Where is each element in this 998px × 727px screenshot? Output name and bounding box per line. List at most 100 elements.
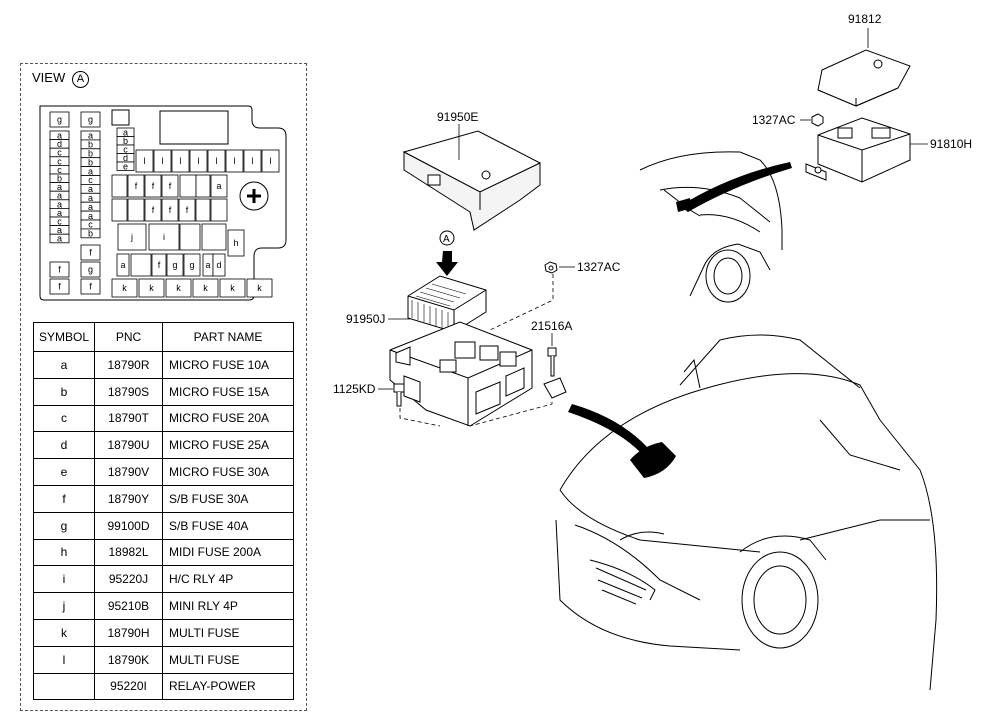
leader-dashes [399,274,554,427]
fuse-cell-label: f [158,260,161,270]
header-part-name: PART NAME [162,322,294,352]
view-title: VIEW A [32,70,89,88]
label-21516A: 21516A [531,319,572,333]
fuse-cell-l: l [171,149,190,173]
fuse-cell-label: a [57,225,62,235]
cell-part-name: MIDI FUSE 200A [162,538,294,567]
fuse-cell-g: g [80,261,101,278]
fuse-cell-g: g [80,111,101,128]
fuse-slot [179,223,201,251]
label-1327AC-top: 1327AC [752,113,796,127]
fuse-slot [127,198,145,222]
fuse-cell-label: c [88,175,93,185]
fuse-cell-h: h [227,229,245,257]
fuse-cell-label: f [186,205,189,215]
fuse-cell-k: k [219,278,246,298]
cell-symbol: k [33,618,95,647]
parts-table-header: SYMBOL PNC PART NAME [33,322,294,352]
cell-pnc: 95220I [94,672,163,701]
fuse-cell-label: l [144,156,146,166]
cell-part-name: MICRO FUSE 15A [162,377,294,406]
fuse-slot [179,174,197,198]
fuse-cell-k: k [246,278,273,298]
fuse-cell-label: k [257,283,262,293]
connector-block-91950J [407,275,487,333]
fuse-cell: d [212,253,226,277]
fuse-cell-l: l [189,149,208,173]
fuse-cell-l: l [243,149,262,173]
fuse-cell-label: e [123,161,128,171]
fuse-cell-label: d [57,139,62,149]
cell-part-name: MULTI FUSE [162,618,294,647]
arrow-down-A [436,230,458,276]
fuse-cell-f: f [144,198,162,222]
cell-part-name: MICRO FUSE 20A [162,404,294,433]
cell-part-name: MICRO FUSE 30A [162,458,294,486]
fuse-cell-label: k [122,283,127,293]
fuse-cell-label: a [120,260,125,270]
fuse-cell-label: h [233,238,238,248]
label-91950J: 91950J [346,312,385,326]
fuse-cell-f: f [144,174,162,198]
fuse-cell-label: g [57,115,62,125]
fuse-slot [111,198,128,222]
label-91810H: 91810H [930,137,972,151]
fuse-cell-label: a [57,131,62,141]
fuse-cell: a [49,234,70,244]
pointer-arrow-bottom [568,404,648,452]
cell-pnc: 18790R [94,351,163,379]
bolt-1125KD [393,383,405,407]
fuse-slot [201,223,227,251]
callout-labels: 91812 1327AC 91810H 91950E A 1327AC 2151… [333,12,972,396]
fuse-slot-empty [111,109,130,126]
label-91812: 91812 [848,12,882,26]
fuse-cell-k: k [138,278,165,298]
fuse-cell-label: c [88,220,93,230]
fuse-cell-label: a [88,211,93,221]
fuse-cell-label: f [152,205,155,215]
cell-part-name: MICRO FUSE 25A [162,431,294,460]
cell-symbol: g [33,511,95,540]
fuse-cell-label: b [88,140,93,150]
fuse-slot [195,174,211,198]
cell-symbol: j [33,592,95,620]
fuse-box-outline [39,105,287,301]
fuse-cell-j: j [117,223,147,251]
fuse-cell-label: a [88,184,93,194]
fuse-cell-label: f [135,181,138,191]
pointer-arrow-top [680,162,792,212]
fuse-cell-label: g [88,265,93,275]
fuse-cell-label: a [205,260,210,270]
fuse-box-layout [39,105,287,301]
fuse-cell: a [116,253,130,277]
fuse-cell-label: f [89,248,92,258]
fuse-cell-label: k [203,283,208,293]
fuse-cell-label: k [176,283,181,293]
fuse-cell-label: k [149,283,154,293]
fuse-cell-f: f [127,174,145,198]
fuse-cell-label: a [123,127,128,137]
cell-part-name: H/C RLY 4P [162,565,294,594]
cell-symbol: e [33,458,95,486]
fuse-cell-l: l [261,149,280,173]
fuse-cell-label: a [88,131,93,141]
fuse-cell-label: f [58,282,61,292]
bolt-21516A [543,347,567,399]
fuse-slot [130,253,152,277]
fuse-cell-f: f [161,198,179,222]
fuse-cell-f: f [49,278,70,295]
cell-pnc: 18790S [94,377,163,406]
cell-part-name: MULTI FUSE [162,645,294,674]
fuse-cell-label: i [163,232,165,242]
cell-pnc: 99100D [94,511,163,540]
fuse-cell: a [202,253,214,277]
fuse-cell-l: l [135,149,154,173]
fuse-cell-label: a [216,181,221,191]
